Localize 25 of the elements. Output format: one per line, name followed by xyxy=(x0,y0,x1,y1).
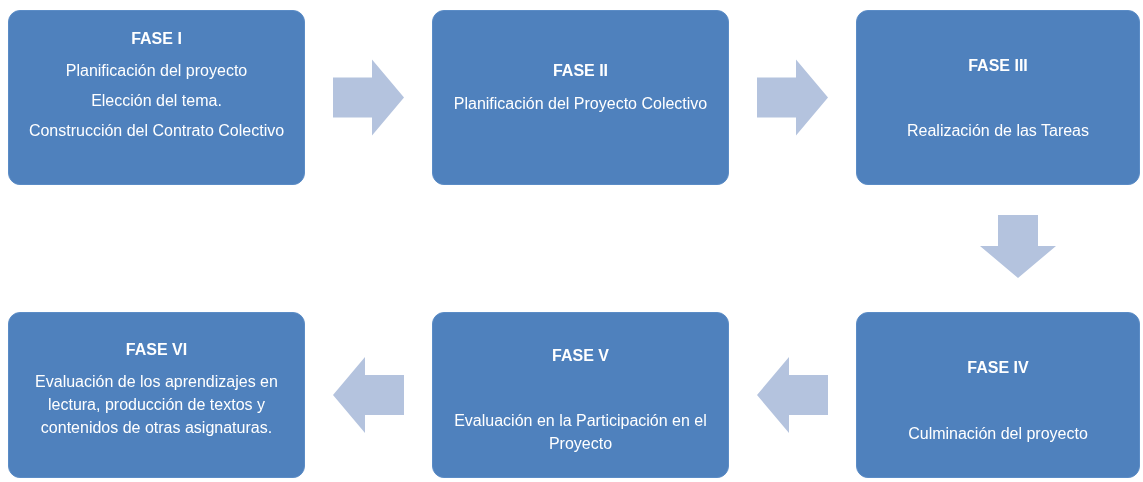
phase-box xyxy=(432,10,729,185)
phase-box xyxy=(8,312,305,478)
phase-description: Culminación del proyecto xyxy=(908,424,1088,444)
phase-title: FASE III xyxy=(968,56,1028,76)
phase-description: Planificación del Proyecto Colectivo xyxy=(453,94,708,114)
phase-box xyxy=(432,312,729,478)
phase-title: FASE V xyxy=(552,346,609,366)
phase-title: FASE II xyxy=(552,61,609,81)
phase-description: Evaluación en la Participación en el Proyecto xyxy=(453,411,708,454)
phase-description: Evaluación de los aprendizajes en lectura, producción de textos y contenidos de otras asignaturas. xyxy=(34,372,279,438)
phase-description: Realización de las Tareas xyxy=(907,121,1089,141)
phase-box xyxy=(8,10,305,185)
block-arrow xyxy=(333,357,404,433)
block-arrow xyxy=(333,59,404,136)
phase-description: Elección del tema. xyxy=(91,91,222,111)
phase-box xyxy=(856,10,1140,185)
block-arrow xyxy=(980,215,1056,278)
phase-box xyxy=(856,312,1140,478)
phase-description: Planificación del proyecto xyxy=(65,61,248,81)
block-arrow xyxy=(757,357,828,433)
phase-title: FASE IV xyxy=(967,358,1029,378)
phase-title: FASE VI xyxy=(125,340,188,360)
phase-title: FASE I xyxy=(131,29,182,49)
phase-description: Construcción del Contrato Colectivo xyxy=(28,121,285,141)
block-arrow xyxy=(757,59,828,136)
